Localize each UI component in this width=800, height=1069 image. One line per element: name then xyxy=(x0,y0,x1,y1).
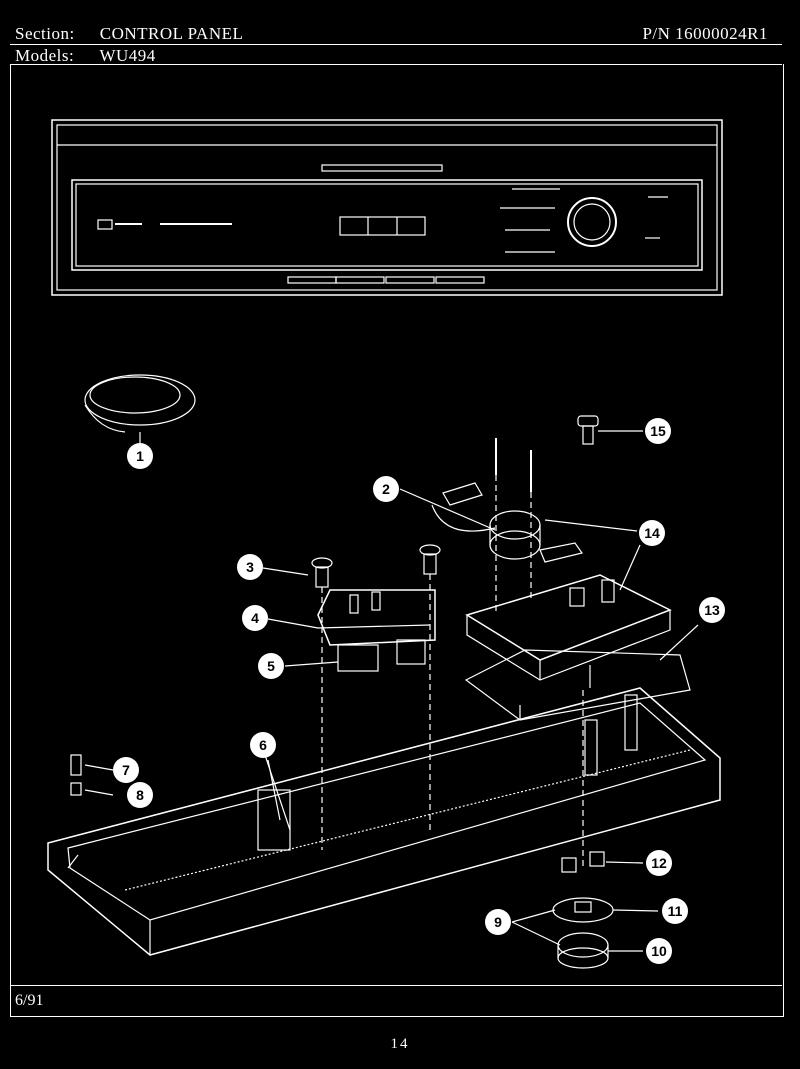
callout-8: 8 xyxy=(127,782,153,808)
part-number: P/N 16000024R1 xyxy=(642,24,768,43)
svg-text:6: 6 xyxy=(259,737,267,753)
svg-text:8: 8 xyxy=(136,787,144,803)
switch-part-5 xyxy=(284,639,426,672)
callout-1: 1 xyxy=(127,443,153,469)
callout-10: 10 xyxy=(646,938,672,964)
control-board-part-14 xyxy=(465,544,672,688)
section-line: Section: CONTROL PANEL xyxy=(15,24,243,44)
screw-part-15 xyxy=(577,415,643,445)
header-rule xyxy=(10,44,782,45)
header-rule-lower xyxy=(10,64,782,65)
clips-part-7-8 xyxy=(70,754,114,796)
models-line: Models: WU494 xyxy=(15,46,156,66)
callout-12: 12 xyxy=(646,850,672,876)
svg-text:12: 12 xyxy=(651,855,667,871)
callout-4: 4 xyxy=(242,605,268,631)
section-value: CONTROL PANEL xyxy=(99,24,244,43)
svg-text:2: 2 xyxy=(382,481,390,497)
models-label: Models: xyxy=(15,46,75,65)
svg-text:11: 11 xyxy=(668,903,683,919)
svg-text:14: 14 xyxy=(644,525,660,541)
wire-harness-part-1 xyxy=(84,374,196,443)
svg-text:15: 15 xyxy=(650,423,666,439)
svg-text:7: 7 xyxy=(122,762,130,778)
callout-9: 9 xyxy=(485,909,511,935)
control-panel-front-view xyxy=(51,119,723,296)
screw-part-3 xyxy=(262,544,441,588)
callout-11: 11 xyxy=(662,898,688,924)
diagram-frame xyxy=(10,64,784,1017)
callout-2: 2 xyxy=(373,476,399,502)
page-number: 14 xyxy=(390,1036,410,1052)
svg-text:1: 1 xyxy=(136,448,144,464)
svg-text:5: 5 xyxy=(267,658,275,674)
svg-text:13: 13 xyxy=(704,602,720,618)
console-housing xyxy=(47,687,721,956)
switch-assembly-part-4 xyxy=(267,589,436,646)
callout-13: 13 xyxy=(699,597,725,623)
insulator-part-13 xyxy=(464,624,699,721)
svg-text:9: 9 xyxy=(494,914,502,930)
footer-rule xyxy=(10,985,782,986)
section-label: Section: xyxy=(15,24,75,43)
callout-6: 6 xyxy=(250,732,276,758)
svg-text:4: 4 xyxy=(251,610,259,626)
svg-text:3: 3 xyxy=(246,559,254,575)
callout-15: 15 xyxy=(645,418,671,444)
knob-assembly xyxy=(511,851,659,969)
revision-date: 6/91 xyxy=(15,992,44,1009)
callout-3: 3 xyxy=(237,554,263,580)
models-value: WU494 xyxy=(99,46,156,65)
callout-14: 14 xyxy=(639,520,665,546)
callout-5: 5 xyxy=(258,653,284,679)
transformer-part-14 xyxy=(399,482,638,563)
svg-text:10: 10 xyxy=(651,943,667,959)
callout-7: 7 xyxy=(113,757,139,783)
